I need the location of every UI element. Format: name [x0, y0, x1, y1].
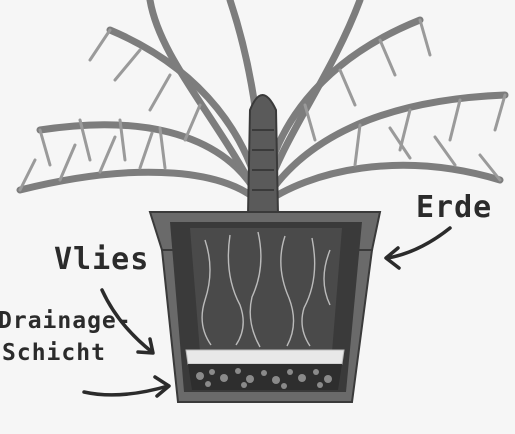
label-drainage-line1: Drainage- [0, 308, 132, 334]
label-drainage-line2: Schicht [0, 338, 132, 368]
palm-trunk [248, 95, 278, 215]
label-vlies: Vlies [54, 242, 149, 277]
label-erde-text: Erde [416, 190, 492, 225]
label-erde: Erde [416, 190, 492, 225]
label-drainage: Drainage- Schicht [0, 306, 132, 368]
arrow-drainage [84, 386, 168, 395]
drainage-layer [188, 364, 342, 390]
soil-root-ball [190, 228, 342, 352]
fleece-layer [186, 350, 344, 364]
arrow-erde [388, 228, 450, 258]
label-vlies-text: Vlies [54, 242, 149, 277]
